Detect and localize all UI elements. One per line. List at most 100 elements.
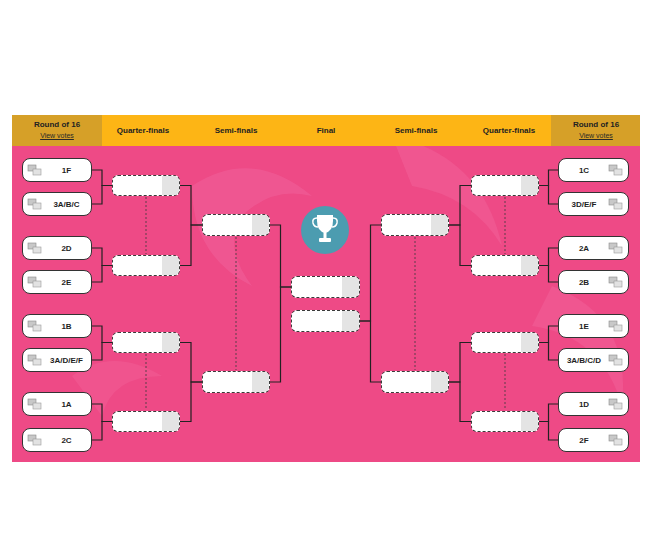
team-slot: 1B (22, 314, 92, 338)
flag-icon (608, 433, 624, 447)
score-strip (162, 412, 179, 431)
flag-icon (27, 163, 43, 177)
flag-icon (27, 241, 43, 255)
score-strip (521, 256, 538, 275)
score-strip (162, 176, 179, 195)
trophy-icon (301, 206, 349, 254)
bracket-line (180, 343, 202, 383)
score-strip (252, 372, 269, 392)
bracket-line (539, 343, 558, 361)
bracket-line (92, 422, 112, 441)
empty-slot (381, 371, 449, 393)
bracket-line (180, 186, 202, 226)
round-heading: Final (317, 126, 336, 135)
empty-slot (471, 411, 539, 432)
team-slot: 3D/E/F (558, 192, 629, 216)
empty-slot (202, 371, 270, 393)
bracket-line (270, 287, 291, 382)
team-code: 2A (579, 244, 589, 253)
team-slot: 1D (558, 392, 629, 416)
team-code: 2E (62, 278, 72, 287)
bracket-line (92, 404, 112, 422)
team-code: 2C (61, 436, 71, 445)
header-cell (12, 115, 102, 146)
bracket-line (449, 225, 471, 266)
bracket-line (449, 343, 471, 383)
team-code: 1D (579, 400, 589, 409)
bracket-line (180, 225, 202, 266)
score-strip (521, 412, 538, 431)
round-heading: Quarter-finals (117, 126, 169, 135)
round-heading: Quarter-finals (483, 126, 535, 135)
team-slot: 2F (558, 428, 629, 452)
team-slot: 2C (22, 428, 92, 452)
bracket-line (539, 422, 558, 441)
team-code: 1A (61, 400, 71, 409)
bracket-ground (12, 146, 640, 462)
team-code: 3A/B/C/D (567, 356, 601, 365)
flag-icon (608, 163, 624, 177)
score-strip (431, 372, 448, 392)
empty-slot (291, 310, 360, 332)
round-heading: Round of 16 (573, 120, 619, 129)
bracket-line (539, 248, 558, 266)
empty-slot (291, 276, 360, 298)
bracket-line (539, 186, 558, 205)
score-strip (162, 256, 179, 275)
flag-icon (608, 319, 624, 333)
team-code: 1E (579, 322, 589, 331)
flag-icon (27, 353, 43, 367)
bracket-line (539, 266, 558, 283)
bracket-line (92, 343, 112, 361)
team-slot: 2D (22, 236, 92, 260)
bracket-line (360, 321, 381, 382)
team-slot: 1A (22, 392, 92, 416)
bracket-line (92, 170, 112, 186)
empty-slot (112, 411, 180, 432)
flag-icon (27, 197, 43, 211)
bracket-line (539, 326, 558, 343)
background-swirl (12, 146, 640, 462)
flag-icon (27, 319, 43, 333)
team-code: 3D/E/F (572, 200, 597, 209)
team-slot: 1F (22, 158, 92, 182)
score-strip (342, 311, 359, 331)
flag-icon (27, 275, 43, 289)
team-slot: 2E (22, 270, 92, 294)
votes-link: View votes (579, 132, 613, 139)
flag-icon (27, 397, 43, 411)
header-cell (551, 115, 640, 146)
bracket-line (92, 326, 112, 343)
bracket-line (449, 382, 471, 422)
empty-slot (471, 175, 539, 196)
empty-slot (471, 332, 539, 353)
bracket-line (449, 186, 471, 226)
team-code: 2F (579, 436, 588, 445)
score-strip (521, 176, 538, 195)
team-slot: 3A/B/C (22, 192, 92, 216)
votes-link: View votes (40, 132, 74, 139)
flag-icon (608, 275, 624, 289)
team-slot: 2B (558, 270, 629, 294)
team-code: 2B (579, 278, 589, 287)
team-slot: 3A/D/E/F (22, 348, 92, 372)
flag-icon (608, 197, 624, 211)
team-code: 3A/D/E/F (50, 356, 83, 365)
flag-icon (608, 241, 624, 255)
empty-slot (112, 255, 180, 276)
bracket-line (92, 186, 112, 205)
empty-slot (381, 214, 449, 236)
bracket-line (270, 225, 291, 287)
score-strip (521, 333, 538, 352)
bracket-line (92, 248, 112, 266)
bracket-line (539, 170, 558, 186)
team-slot: 1C (558, 158, 629, 182)
team-slot: 2A (558, 236, 629, 260)
team-code: 1F (62, 166, 71, 175)
bracket-line (92, 266, 112, 283)
round-heading: Semi-finals (215, 126, 258, 135)
flag-icon (608, 353, 624, 367)
score-strip (431, 215, 448, 235)
score-strip (342, 277, 359, 297)
empty-slot (202, 214, 270, 236)
